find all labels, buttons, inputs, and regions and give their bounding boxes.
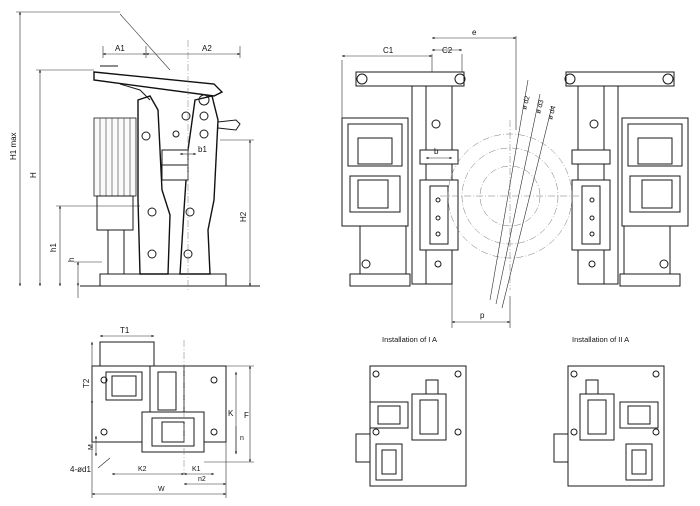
side-view: A1 A2 H1 max H h1 h H2 b1 [9, 11, 260, 298]
dim-n: n [240, 435, 244, 442]
dim-C1: C1 [383, 46, 394, 55]
dim-K: K [228, 409, 234, 418]
dim-b: b [434, 147, 439, 156]
dim-H2: H2 [239, 211, 248, 222]
thruster-motor [93, 117, 137, 275]
dim-d3: ø d3 [535, 99, 545, 114]
dim-K1: K1 [192, 466, 201, 473]
front-view: ø d2 ø d3 ø d4 C1 C2 e b p [341, 28, 689, 328]
dim-e: e [472, 28, 477, 37]
dim-d4: ø d4 [547, 105, 557, 120]
dim-A1: A1 [115, 44, 125, 53]
installation-2a: Installation of II A [553, 335, 665, 487]
dim-H1max: H1 max [9, 132, 18, 160]
dim-h: h [67, 258, 76, 262]
dim-p: p [480, 311, 485, 320]
dim-h1: h1 [49, 243, 58, 252]
plan-view: T1 T2 K F n M 4-ød1 K2 K1 n2 W [70, 326, 254, 498]
caption-installation-2a: Installation of II A [572, 335, 629, 344]
dim-T2: T2 [82, 378, 91, 388]
dim-T1: T1 [120, 326, 130, 335]
dim-A2: A2 [202, 44, 212, 53]
dim-n2: n2 [198, 476, 206, 483]
dim-H: H [29, 172, 38, 178]
dim-F: F [244, 411, 249, 420]
dim-K2: K2 [138, 466, 147, 473]
caption-installation-1a: Installation of I A [382, 335, 437, 344]
dim-W: W [158, 486, 165, 493]
dim-d2: ø d2 [521, 95, 531, 110]
dim-M: M [88, 444, 95, 450]
dim-C2: C2 [442, 46, 453, 55]
installation-1a: Installation of I A [355, 335, 467, 487]
dim-b1: b1 [198, 145, 207, 154]
dim-d1: 4-ød1 [70, 465, 91, 474]
